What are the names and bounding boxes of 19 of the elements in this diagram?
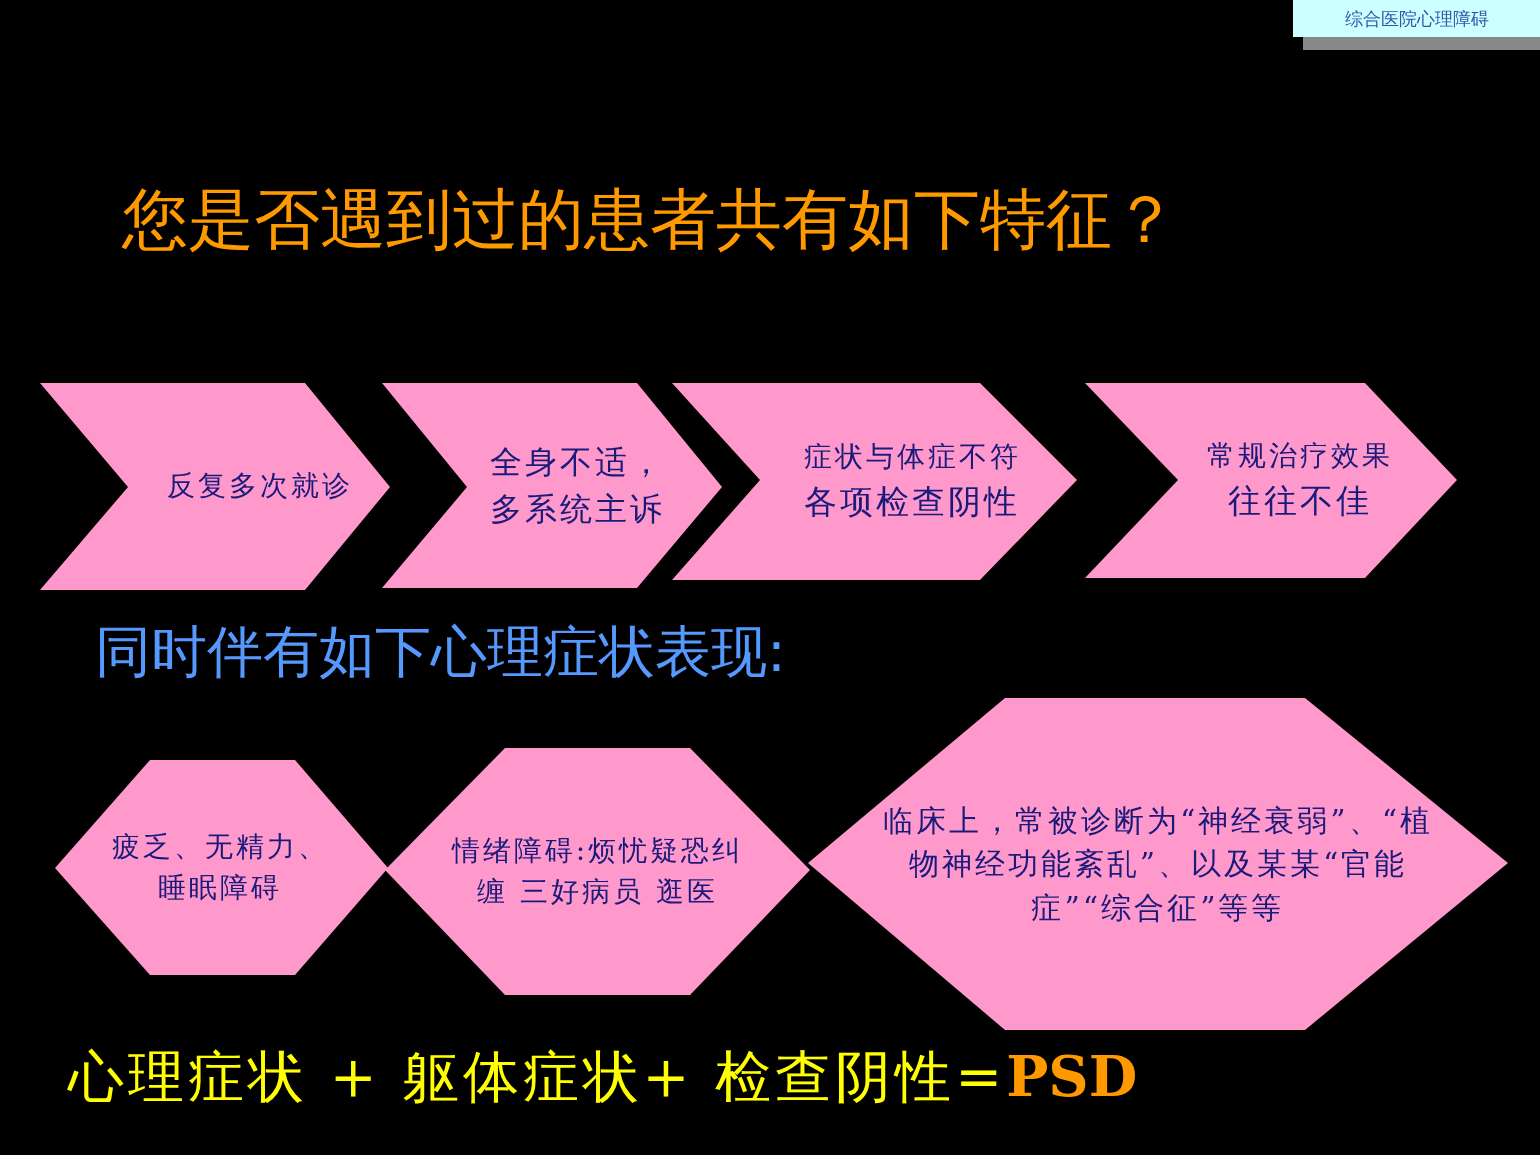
formula-text: 心理症状 + 躯体症状+ 检查阴性=PSD (68, 1042, 1138, 1111)
node-text: 反复多次就诊 (167, 468, 353, 505)
subheading: 同时伴有如下心理症状表现: (95, 618, 786, 686)
node-text: 症状与体症不符 (803, 439, 1021, 476)
hexagon-box (385, 748, 810, 995)
node-text: 常规治疗效果 (1207, 438, 1393, 475)
node-text: 全身不适，多系统主诉 (488, 442, 666, 530)
node-text: 情绪障碍:烦忧疑恐纠缠 三好病员 逛医 (450, 832, 745, 910)
title: 您是否遇到过的患者共有如下特征？ (122, 180, 1178, 260)
node-text: 各项检查阴性 (804, 480, 1020, 523)
node-text: 疲乏、无精力、睡眠障碍 (110, 828, 330, 906)
hexagon-box (55, 760, 388, 975)
chevron-box (1085, 383, 1457, 578)
chevron-box (672, 383, 1077, 580)
chevron-box (382, 383, 722, 588)
chevron-box (40, 383, 390, 590)
header-tab: 综合医院心理障碍 (1293, 0, 1540, 37)
node-text: 往往不佳 (1228, 479, 1372, 522)
node-text: 临床上，常被诊断为“神经衰弱”、“植物神经功能紊乱”、以及某某“官能症”“综合征”等等 (883, 801, 1433, 927)
